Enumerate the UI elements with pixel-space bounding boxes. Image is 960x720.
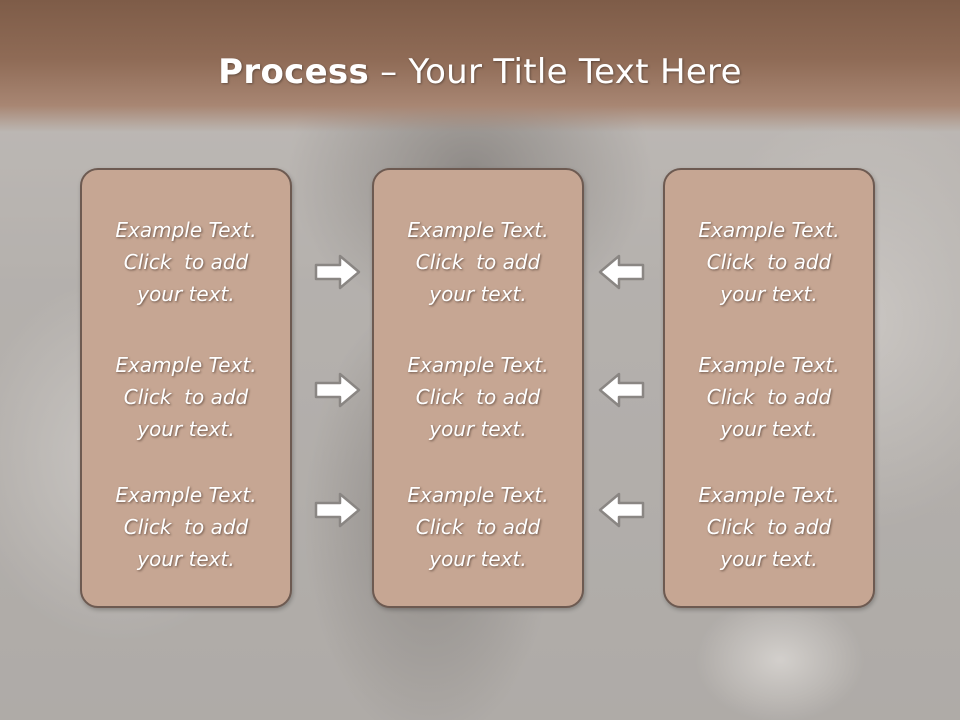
text-line: your text. [720, 282, 818, 306]
slide-title-rest: – Your Title Text Here [369, 52, 742, 92]
text-line: Example Text. [115, 353, 257, 377]
arrow-left-icon[interactable] [596, 252, 646, 292]
text-line: your text. [137, 417, 235, 441]
arrow-right-icon[interactable] [313, 370, 363, 410]
process-box-center[interactable]: Example Text. Click to add your text. Ex… [372, 168, 584, 608]
slide-title[interactable]: Process – Your Title Text Here [0, 52, 960, 92]
text-line: Click to add [123, 515, 249, 539]
process-box-right[interactable]: Example Text. Click to add your text. Ex… [663, 168, 875, 608]
arrow-left-icon[interactable] [596, 370, 646, 410]
text-placeholder[interactable]: Example Text. Click to add your text. [374, 479, 582, 575]
arrow-right-icon[interactable] [313, 252, 363, 292]
text-line: Example Text. [115, 483, 257, 507]
text-line: Example Text. [407, 353, 549, 377]
text-line: Click to add [123, 385, 249, 409]
text-placeholder[interactable]: Example Text. Click to add your text. [82, 479, 290, 575]
text-placeholder[interactable]: Example Text. Click to add your text. [374, 214, 582, 310]
text-line: Click to add [415, 385, 541, 409]
text-line: your text. [429, 282, 527, 306]
process-box-left[interactable]: Example Text. Click to add your text. Ex… [80, 168, 292, 608]
text-line: Click to add [123, 250, 249, 274]
text-placeholder[interactable]: Example Text. Click to add your text. [82, 214, 290, 310]
arrow-right-icon[interactable] [313, 490, 363, 530]
text-line: your text. [429, 417, 527, 441]
text-line: Example Text. [115, 218, 257, 242]
text-placeholder[interactable]: Example Text. Click to add your text. [665, 479, 873, 575]
text-line: Example Text. [407, 218, 549, 242]
text-placeholder[interactable]: Example Text. Click to add your text. [82, 349, 290, 445]
text-line: your text. [429, 547, 527, 571]
arrow-left-icon[interactable] [596, 490, 646, 530]
text-placeholder[interactable]: Example Text. Click to add your text. [374, 349, 582, 445]
text-line: Click to add [706, 515, 832, 539]
title-band [0, 0, 960, 132]
text-line: your text. [137, 282, 235, 306]
text-line: Example Text. [698, 483, 840, 507]
text-line: Click to add [706, 250, 832, 274]
text-line: your text. [137, 547, 235, 571]
text-line: your text. [720, 417, 818, 441]
text-line: Example Text. [698, 353, 840, 377]
text-placeholder[interactable]: Example Text. Click to add your text. [665, 349, 873, 445]
text-line: Click to add [415, 515, 541, 539]
text-line: Click to add [415, 250, 541, 274]
text-line: Example Text. [698, 218, 840, 242]
text-line: Click to add [706, 385, 832, 409]
text-line: your text. [720, 547, 818, 571]
text-placeholder[interactable]: Example Text. Click to add your text. [665, 214, 873, 310]
text-line: Example Text. [407, 483, 549, 507]
slide-title-bold: Process [218, 52, 370, 92]
